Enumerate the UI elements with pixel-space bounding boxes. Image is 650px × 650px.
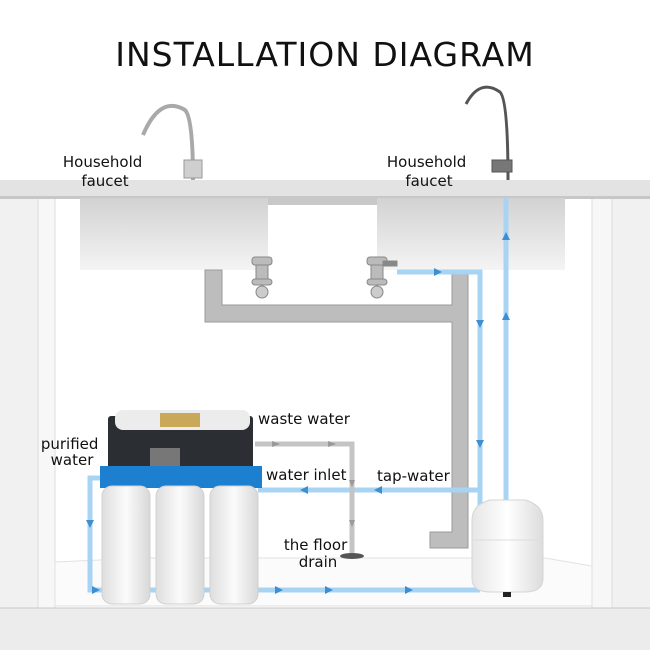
sink-right — [377, 198, 565, 270]
storage-tank — [471, 499, 544, 597]
filter-band — [100, 466, 262, 488]
page-title: INSTALLATION DIAGRAM — [115, 35, 534, 74]
tap-water-label: tap-water — [377, 467, 451, 485]
waste-line — [255, 441, 355, 555]
faucet-left-label: Household faucet — [63, 153, 147, 190]
water-lines — [87, 198, 509, 593]
flow-arrows — [86, 232, 510, 594]
floor-drain-icon — [340, 553, 364, 559]
purified-water-label: purified water — [41, 435, 103, 469]
drain-pipe — [204, 269, 469, 549]
faucet-right-label: Household faucet — [387, 153, 471, 190]
sink-left — [80, 198, 268, 270]
water-inlet-label: water inlet — [266, 466, 347, 484]
countertop — [0, 180, 650, 198]
faucet-right-icon — [464, 85, 513, 181]
ro-filter-unit — [100, 410, 262, 605]
valve-right-icon — [366, 256, 398, 299]
faucet-left-icon — [141, 104, 203, 181]
floor-drain-label: the floor drain — [284, 536, 352, 571]
valve-left-icon — [251, 256, 273, 299]
waste-water-label: waste water — [258, 410, 351, 428]
